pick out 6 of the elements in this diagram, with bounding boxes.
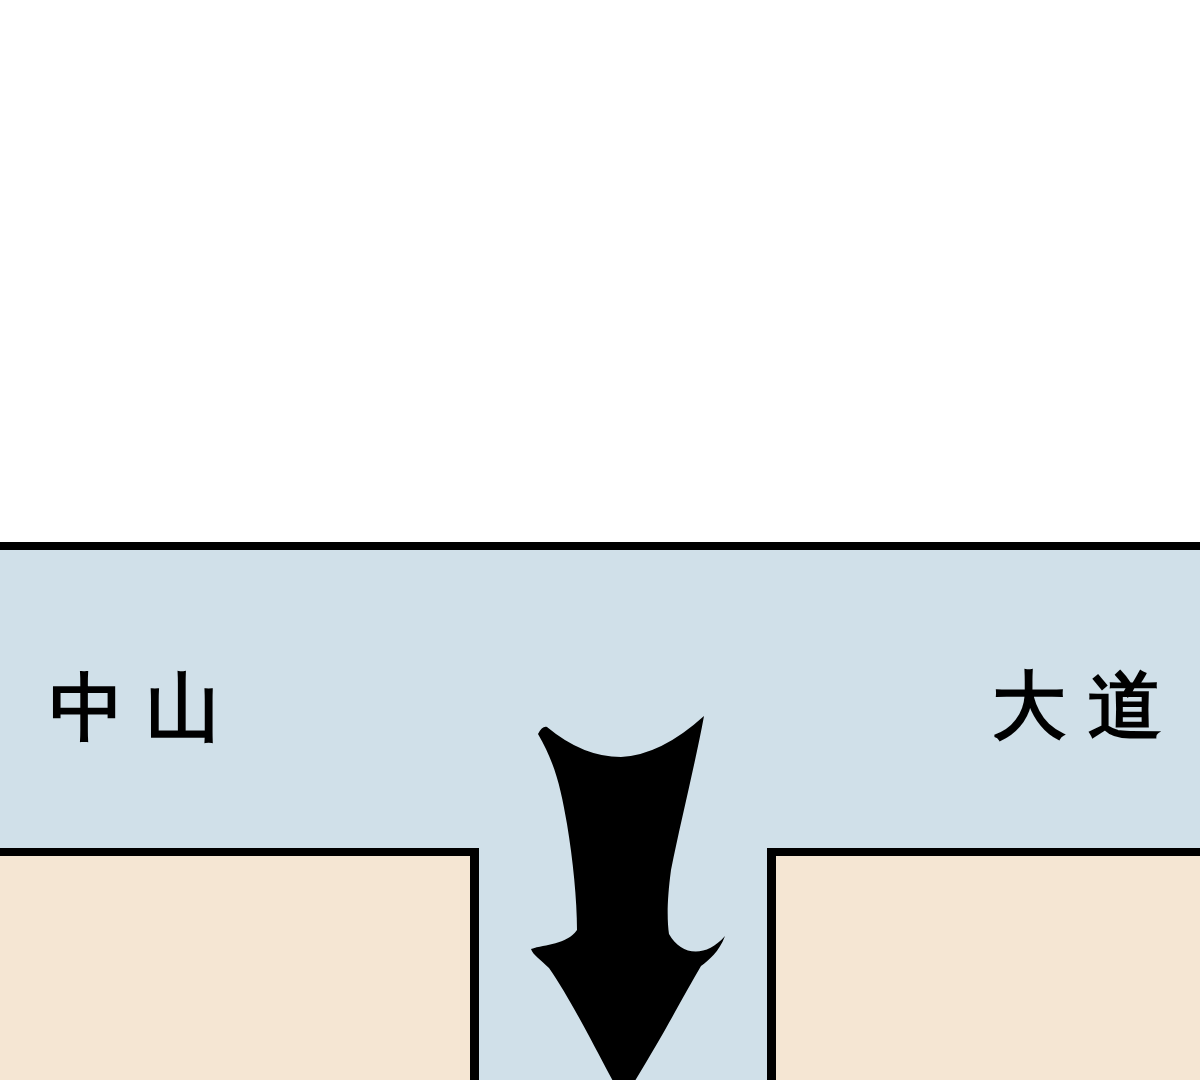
road-name: 大道 — [991, 668, 1184, 742]
city-block — [0, 848, 479, 1080]
road-band — [0, 542, 1200, 850]
arrow — [531, 716, 725, 1080]
city-block — [767, 848, 1200, 1080]
road-name: 中山 — [50, 670, 243, 744]
